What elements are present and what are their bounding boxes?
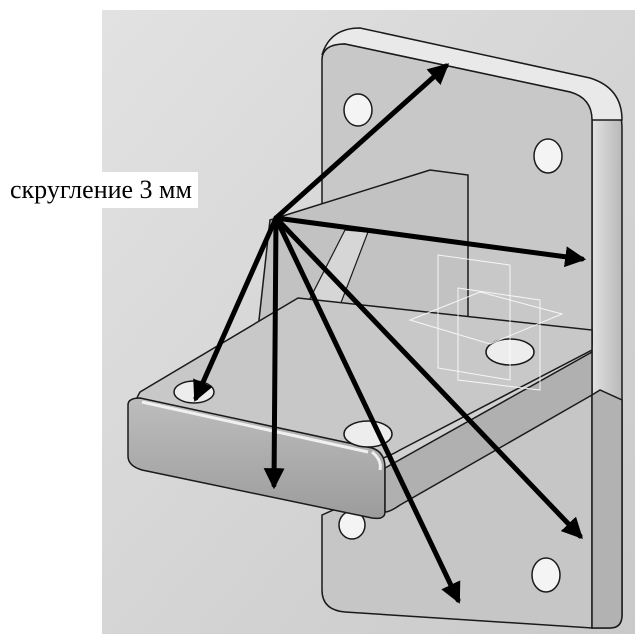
fillet-edge-line	[141, 400, 369, 454]
foot-hole-left	[173, 380, 215, 404]
arrow-to-plate-top	[273, 63, 450, 221]
fillet-arrows	[193, 63, 587, 604]
foot-side-face	[384, 350, 593, 513]
mount-hole-top-left	[343, 93, 373, 127]
fillet-edge-line	[371, 450, 382, 471]
mount-hole-bottom-right	[531, 557, 561, 593]
back-plate-lower-side	[591, 389, 623, 629]
annotation-label: скругление 3 мм	[8, 172, 198, 208]
back-plate-lower-face	[321, 393, 593, 629]
sketch-planes	[408, 254, 564, 391]
arrow-to-plate-right	[273, 215, 587, 268]
arrow-to-plate-bottom	[273, 215, 461, 604]
mount-hole-top-right	[533, 138, 563, 174]
arrow-to-plate-lower-right	[273, 215, 583, 540]
arrow-to-foot-left	[193, 215, 279, 402]
arrow-to-foot-front	[263, 215, 285, 490]
